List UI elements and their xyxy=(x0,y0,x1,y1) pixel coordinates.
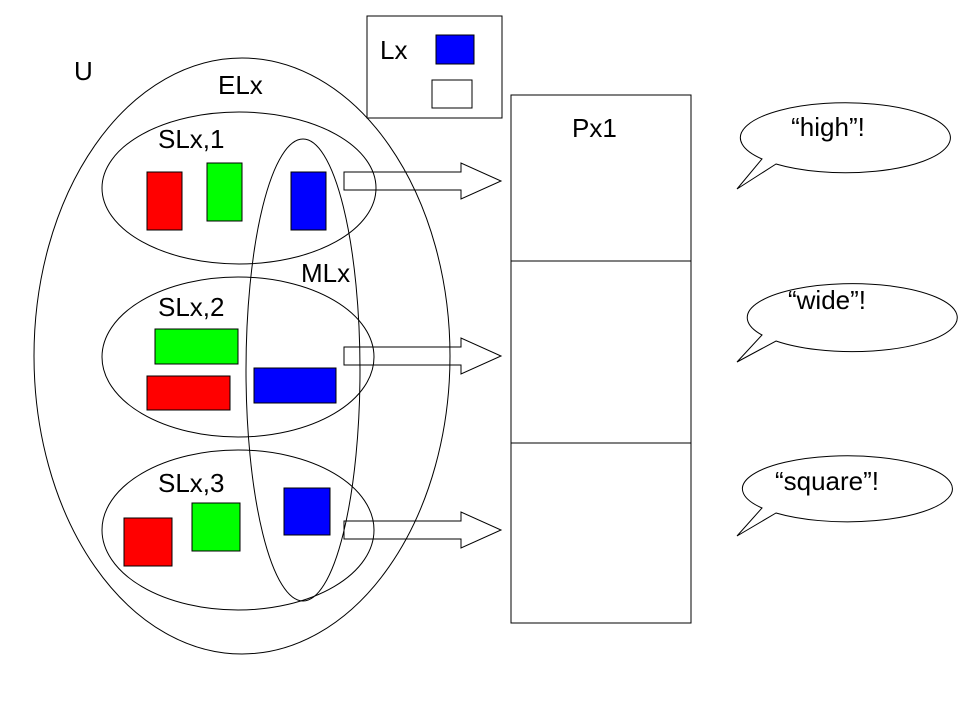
blue-tall-rect xyxy=(290,171,327,231)
universe-label: U xyxy=(74,56,93,86)
subset-2-ellipse xyxy=(101,276,375,438)
blue-square-rect xyxy=(283,487,331,536)
subset-3-label: SLx,3 xyxy=(158,468,225,498)
outer-set-ellipse xyxy=(33,57,451,655)
red-wide-rect xyxy=(146,375,231,411)
arrow-1 xyxy=(343,162,503,200)
subset-2-label: SLx,2 xyxy=(158,292,225,322)
panel-label: Px1 xyxy=(572,113,617,143)
panel-box xyxy=(510,94,692,624)
legend-white-swatch xyxy=(431,79,473,109)
legend-blue-swatch xyxy=(435,34,475,65)
speech-bubble-wide xyxy=(736,283,958,363)
middle-set-ellipse xyxy=(245,138,361,602)
arrow-2 xyxy=(343,337,503,375)
green-tall-rect xyxy=(206,162,243,222)
speech-bubble-high xyxy=(736,102,951,190)
red-square-rect xyxy=(123,517,173,567)
speech-text-high: “high”! xyxy=(791,112,865,142)
legend-label: Lx xyxy=(380,35,407,65)
subset-3-ellipse xyxy=(101,449,375,611)
subset-1-label: SLx,1 xyxy=(158,124,225,154)
green-wide-rect xyxy=(154,328,239,365)
blue-wide-rect xyxy=(253,367,337,404)
speech-text-wide: “wide”! xyxy=(788,285,866,315)
speech-text-square: “square”! xyxy=(775,466,879,496)
subset-1-ellipse xyxy=(101,111,377,265)
outer-set-label: ELx xyxy=(218,70,263,100)
middle-set-label: MLx xyxy=(301,258,350,288)
speech-bubble-square xyxy=(736,455,953,537)
arrow-3 xyxy=(343,511,503,549)
red-tall-rect xyxy=(146,171,183,231)
green-square-rect xyxy=(191,502,241,552)
legend-box xyxy=(366,15,503,119)
